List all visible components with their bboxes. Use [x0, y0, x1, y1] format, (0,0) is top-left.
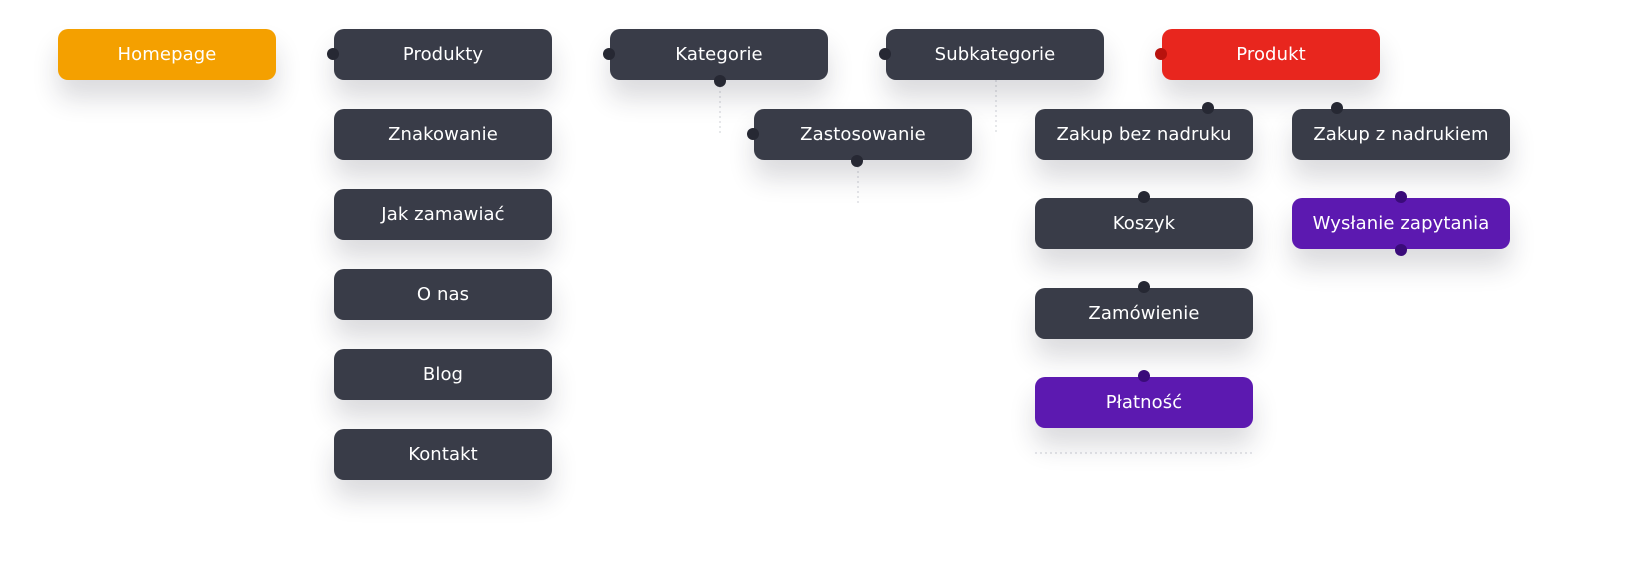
node-znakowanie-label: Znakowanie	[388, 124, 498, 145]
connector-dot	[1138, 370, 1150, 382]
connector-dot	[1138, 191, 1150, 203]
node-blog[interactable]: Blog	[334, 349, 552, 400]
node-homepage-label: Homepage	[117, 44, 217, 65]
node-wyslanie-zapytania-label: Wysłanie zapytania	[1312, 213, 1490, 234]
connector-dot	[879, 48, 891, 60]
node-blog-label: Blog	[422, 364, 464, 385]
node-zakup-z-nadrukiem-label: Zakup z nadrukiem	[1313, 124, 1489, 145]
node-kategorie-label: Kategorie	[675, 44, 763, 65]
connector-dot	[1395, 244, 1407, 256]
connector-dot	[1155, 48, 1167, 60]
node-produkt-label: Produkt	[1236, 44, 1306, 65]
node-znakowanie[interactable]: Znakowanie	[334, 109, 552, 160]
node-homepage[interactable]: Homepage	[58, 29, 276, 80]
node-wyslanie-zapytania[interactable]: Wysłanie zapytania	[1292, 191, 1510, 256]
node-o-nas-label: O nas	[416, 284, 470, 305]
node-produkty-label: Produkty	[402, 44, 484, 65]
node-zakup-bez-nadruku-label: Zakup bez nadruku	[1056, 124, 1232, 145]
node-produkty[interactable]: Produkty	[327, 29, 552, 80]
node-produkt[interactable]: Produkt	[1155, 29, 1380, 80]
node-jak-zamawiac[interactable]: Jak zamawiać	[334, 189, 552, 240]
connector-dot	[1202, 102, 1214, 114]
connector-dot	[1331, 102, 1343, 114]
node-zakup-z-nadrukiem[interactable]: Zakup z nadrukiem	[1292, 102, 1510, 160]
node-platnosc[interactable]: Płatność	[1035, 370, 1253, 428]
node-koszyk[interactable]: Koszyk	[1035, 191, 1253, 249]
node-kategorie[interactable]: Kategorie	[603, 29, 828, 87]
node-o-nas[interactable]: O nas	[334, 269, 552, 320]
node-jak-zamawiac-label: Jak zamawiać	[381, 204, 505, 225]
connector-dot	[1395, 191, 1407, 203]
connector-dot	[327, 48, 339, 60]
node-koszyk-label: Koszyk	[1112, 213, 1176, 234]
connector-dot	[851, 155, 863, 167]
node-zamowienie-label: Zamówienie	[1088, 303, 1200, 324]
node-zastosowanie[interactable]: Zastosowanie	[747, 109, 972, 167]
node-kontakt[interactable]: Kontakt	[334, 429, 552, 480]
connector-dot	[1138, 281, 1150, 293]
connector-dot	[714, 75, 726, 87]
connector-dot	[603, 48, 615, 60]
node-platnosc-label: Płatność	[1105, 392, 1183, 413]
connector-dot	[747, 128, 759, 140]
node-subkategorie-label: Subkategorie	[934, 44, 1056, 65]
node-zakup-bez-nadruku[interactable]: Zakup bez nadruku	[1035, 102, 1253, 160]
node-zastosowanie-label: Zastosowanie	[800, 124, 926, 145]
node-zamowienie[interactable]: Zamówienie	[1035, 281, 1253, 339]
node-subkategorie[interactable]: Subkategorie	[879, 29, 1104, 80]
node-kontakt-label: Kontakt	[408, 444, 478, 465]
